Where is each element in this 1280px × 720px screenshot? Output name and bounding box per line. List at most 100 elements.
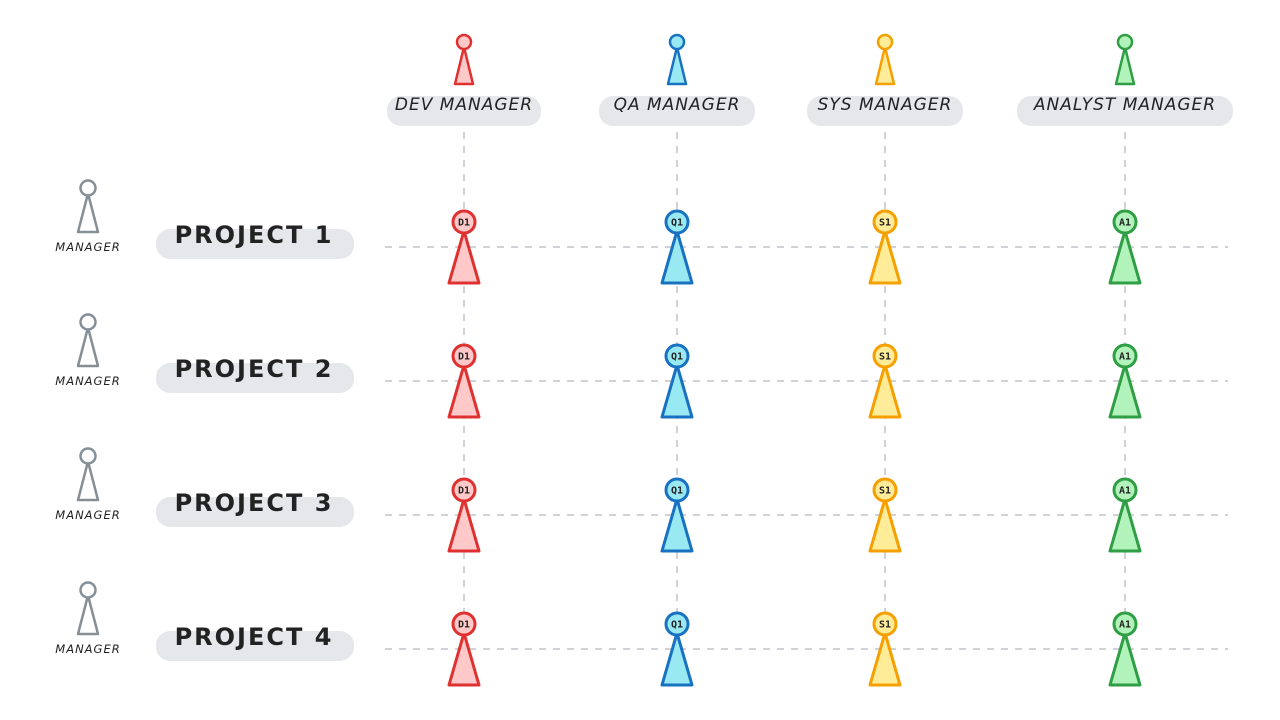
role-person-icon-body [874,45,896,86]
column-header: DEV MANAGER [387,33,541,126]
project-label-pill [156,363,354,393]
grid-lines [385,132,1228,690]
assignee-person-icon [447,209,481,285]
assignee-person-icon-head [451,209,477,235]
role-person-icon-head [1116,33,1134,51]
assignee-person-icon [868,477,902,553]
column-header-pill [599,96,755,126]
role-person-icon-body [666,45,688,86]
assignment-cell: Q1 [660,611,694,687]
role-person-icon [1114,33,1136,86]
column-header: ANALYST MANAGER [1017,33,1233,126]
assignment-cell: D1 [447,343,481,419]
project-label: PROJECT 3 [175,489,334,517]
assignee-person-icon-head [451,343,477,369]
assignee-person-icon-body [868,497,902,553]
project-label-pill [156,229,354,259]
assignee-person-icon [660,477,694,553]
assignment-cell: Q1 [660,477,694,553]
role-person-icon-body [1114,45,1136,86]
assignee-badge: S1 [879,352,891,363]
manager-label: MANAGER [55,374,120,388]
assignee-person-icon-head [664,209,690,235]
column-header: SYS MANAGER [807,33,963,126]
manager-person-icon-body [76,326,100,368]
assignee-badge: D1 [458,218,470,229]
assignee-person-icon-head [1112,611,1138,637]
assignee-person-icon-head [664,343,690,369]
assignee-person-icon [1108,477,1142,553]
manager-person-icon-body [76,192,100,234]
assignee-person-icon-head [1112,209,1138,235]
manager-person-icon [76,581,100,636]
role-person-icon-head [876,33,894,51]
manager-person-icon-body [76,594,100,636]
assignment-cell: D1 [447,611,481,687]
assignee-person-icon-head [872,477,898,503]
assignee-badge: D1 [458,486,470,497]
project-label-pill [156,631,354,661]
manager-person-icon-head [79,447,97,465]
manager-person-icon [76,447,100,502]
column-headers: DEV MANAGER QA MANAGER SYS MANAGER ANALYST … [387,33,1233,126]
assignee-person-icon-body [447,631,481,687]
assignment-cell: S1 [868,343,902,419]
assignee-person-icon [660,611,694,687]
column-header-pill [1017,96,1233,126]
assignee-person-icon-body [447,497,481,553]
assignment-cell: S1 [868,209,902,285]
assignment-cell: Q1 [660,209,694,285]
assignee-person-icon [660,209,694,285]
assignee-person-icon [868,611,902,687]
assignee-person-icon-body [660,631,694,687]
assignee-person-icon-body [868,229,902,285]
assignee-person-icon-head [451,477,477,503]
column-header-pill [807,96,963,126]
role-person-icon [666,33,688,86]
assignee-person-icon [868,209,902,285]
column-header-label: SYS MANAGER [818,95,953,115]
assignee-person-icon-head [664,611,690,637]
manager-person-icon-head [79,313,97,331]
assignment-cell: Q1 [660,343,694,419]
assignment-cell: A1 [1108,611,1142,687]
assignee-person-icon-body [1108,497,1142,553]
assignee-person-icon-head [664,477,690,503]
manager-label: MANAGER [55,240,120,254]
assignment-cell: D1 [447,209,481,285]
assignee-person-icon [868,343,902,419]
assignee-badge: A1 [1119,352,1131,363]
role-person-icon [453,33,475,86]
assignee-person-icon [660,343,694,419]
column-header: QA MANAGER [599,33,755,126]
assignee-person-icon [447,343,481,419]
column-header-label: DEV MANAGER [395,95,533,115]
assignee-person-icon-body [660,229,694,285]
assignee-badge: Q1 [671,486,683,497]
assignee-person-icon-body [447,229,481,285]
assignee-person-icon-body [660,497,694,553]
manager-person-icon-head [79,581,97,599]
manager-person-icon-head [79,179,97,197]
assignee-person-icon [447,477,481,553]
column-header-pill [387,96,541,126]
assignee-person-icon-head [872,611,898,637]
assignee-person-icon-head [1112,343,1138,369]
assignee-person-icon-body [1108,363,1142,419]
assignee-person-icon-body [868,363,902,419]
manager-label: MANAGER [55,642,120,656]
assignment-cell: A1 [1108,209,1142,285]
assignee-badge: D1 [458,352,470,363]
assignee-badge: S1 [879,620,891,631]
assignee-person-icon-head [451,611,477,637]
assignee-person-icon-body [868,631,902,687]
assignee-person-icon-body [447,363,481,419]
column-header-label: ANALYST MANAGER [1033,95,1216,115]
assignee-person-icon [1108,611,1142,687]
manager-label: MANAGER [55,508,120,522]
